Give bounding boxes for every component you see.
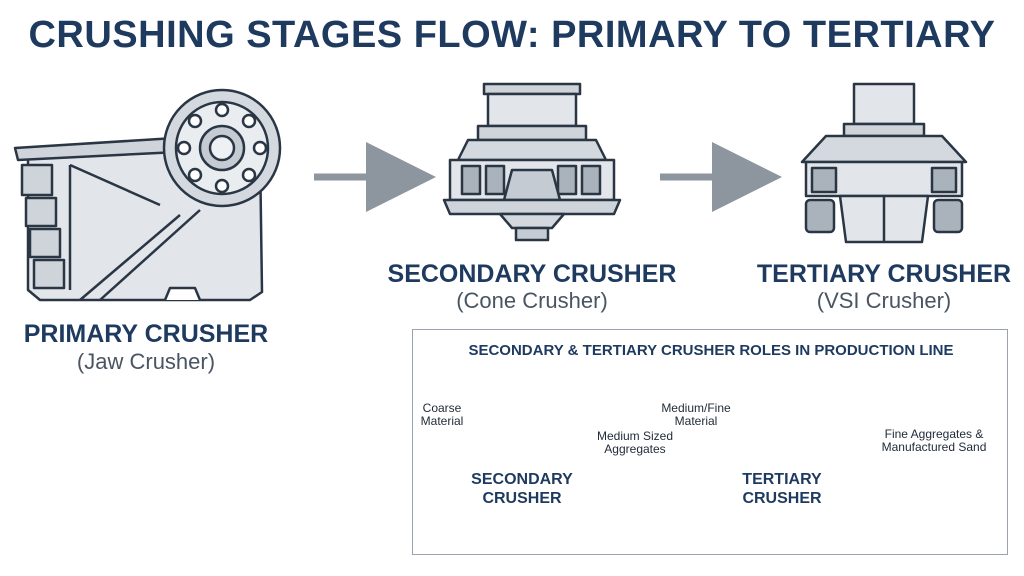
- mini-tertiary-line2: CRUSHER: [742, 490, 822, 507]
- panel-title: SECONDARY & TERTIARY CRUSHER ROLES IN PR…: [468, 342, 954, 359]
- label-coarse-material: Coarse Material: [420, 401, 464, 428]
- stage-secondary-sub: (Cone Crusher): [456, 288, 608, 313]
- mini-secondary-line2: CRUSHER: [482, 490, 562, 507]
- label-medium-fine-material: Medium/Fine Material: [661, 401, 731, 428]
- production-line-panel: SECONDARY & TERTIARY CRUSHER ROLES IN PR…: [412, 329, 1008, 555]
- mini-secondary-crusher-label: SECONDARY CRUSHER: [462, 470, 582, 508]
- label-medium-sized-aggregates: Medium Sized Aggregates: [596, 429, 674, 456]
- cone-crusher-icon: [442, 82, 622, 242]
- mini-tertiary-line1: TERTIARY: [742, 471, 822, 488]
- stage-primary-name: PRIMARY CRUSHER: [23, 320, 269, 348]
- page-title: CRUSHING STAGES FLOW: PRIMARY TO TERTIAR…: [28, 14, 996, 56]
- vsi-crusher-icon: [800, 82, 968, 244]
- mini-secondary-line1: SECONDARY: [471, 471, 573, 488]
- mini-tertiary-crusher-label: TERTIARY CRUSHER: [722, 470, 842, 508]
- stage-tertiary-sub: (VSI Crusher): [816, 288, 952, 313]
- stage-tertiary-name: TERTIARY CRUSHER: [756, 260, 1012, 288]
- stage-secondary-name: SECONDARY CRUSHER: [387, 260, 677, 288]
- label-fine-aggregates: Fine Aggregates & Manufactured Sand: [881, 427, 987, 454]
- stage-primary-sub: (Jaw Crusher): [76, 349, 216, 374]
- jaw-crusher-icon: [13, 88, 282, 302]
